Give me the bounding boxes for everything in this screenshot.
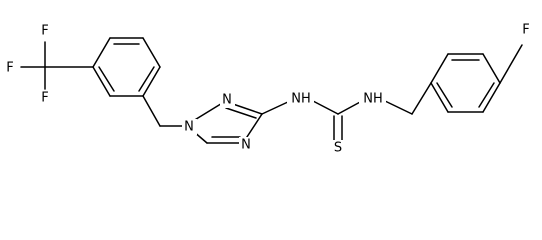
- atom-f1: F: [41, 24, 48, 39]
- atom-f-para: F: [522, 23, 529, 38]
- atom-f2: F: [6, 61, 13, 76]
- benzene-ring-left: [92, 37, 161, 97]
- atom-f3: F: [41, 91, 48, 106]
- atom-n-triazole-top: N: [222, 93, 232, 108]
- molecule-diagram: F F F N N N NH NH S F: [3, 22, 533, 156]
- cf3-bonds: [20, 41, 94, 90]
- triazole-ring: [192, 101, 263, 144]
- atom-nh-left: NH: [291, 92, 311, 107]
- atom-s: S: [334, 141, 342, 156]
- structure-canvas: F F F N N N NH NH S F: [3, 22, 533, 156]
- benzyl-linker-right: [384, 82, 432, 115]
- thiourea-bonds: [261, 100, 363, 141]
- benzyl-linker-left: [142, 95, 186, 127]
- atom-nh-right: NH: [363, 92, 383, 107]
- atom-labels: F F F N N N NH NH S F: [3, 22, 533, 156]
- benzene-ring-right: [430, 44, 523, 113]
- atom-n-triazole-1: N: [184, 120, 194, 135]
- atom-n-triazole-bottom: N: [241, 138, 251, 153]
